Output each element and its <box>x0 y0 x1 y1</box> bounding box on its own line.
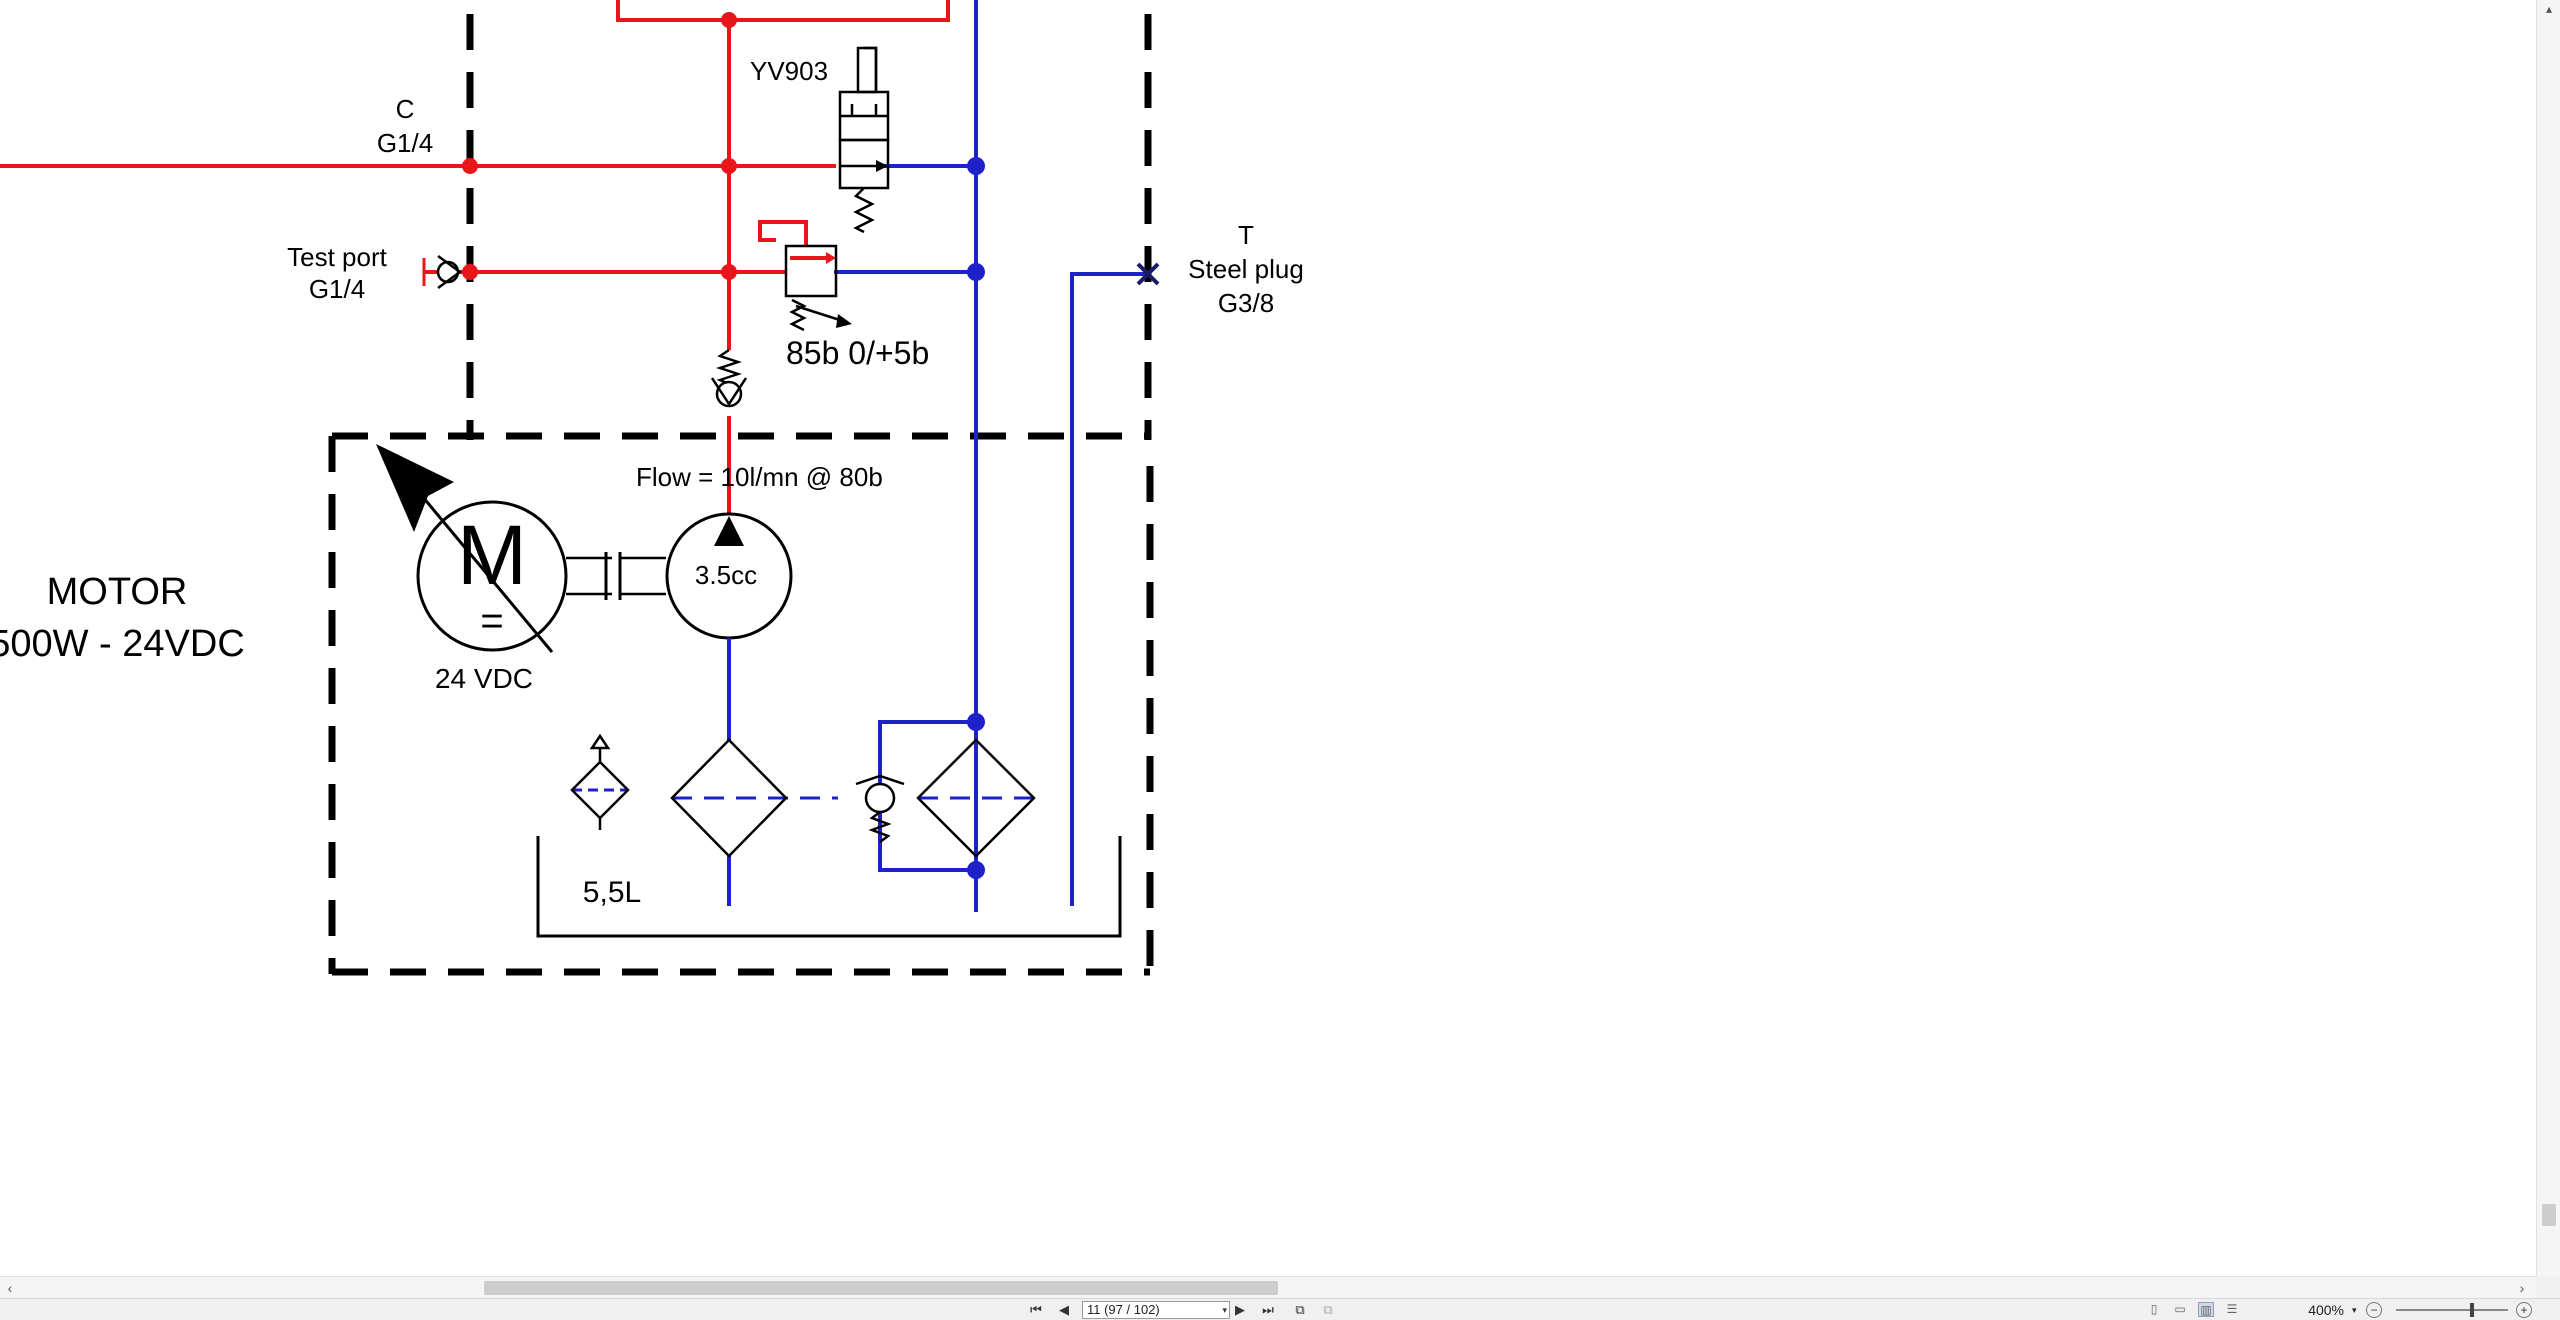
view-single-page-icon[interactable]: ▯ <box>2150 1302 2158 1316</box>
zoom-slider-track[interactable] <box>2396 1309 2508 1311</box>
label-motor-voltage: 24 VDC <box>435 663 533 694</box>
test-port-check-icon <box>436 254 463 290</box>
label-flow: Flow = 10l/mn @ 80b <box>636 462 883 492</box>
label-test-port-thread: G1/4 <box>309 274 365 304</box>
zoom-out-icon[interactable]: − <box>2366 1302 2382 1318</box>
zoom-slider-handle[interactable] <box>2470 1303 2474 1317</box>
label-c-thread: G1/4 <box>377 128 433 158</box>
last-page-icon[interactable]: ⏭ <box>1262 1302 1274 1317</box>
relief-adjust-arrow-head <box>836 314 852 328</box>
solenoid-valve-icon <box>838 46 890 234</box>
view-continuous-icon[interactable]: ▭ <box>2174 1302 2186 1316</box>
document-viewport[interactable]: C G1/4 YV903 Test port G1/4 85b 0/+5b T … <box>0 0 2536 1276</box>
page-window-icon[interactable]: ⧉ <box>1295 1302 1305 1317</box>
page-number-field[interactable]: 11 (97 / 102) ▾ <box>1082 1301 1230 1319</box>
label-pump-displacement: 3.5cc <box>695 560 757 590</box>
zoom-dropdown-icon[interactable]: ▾ <box>2352 1305 2357 1315</box>
label-tank-thread: G3/8 <box>1218 288 1274 318</box>
page-dropdown-icon[interactable]: ▾ <box>1222 1305 1227 1315</box>
first-page-icon[interactable]: ⏮ <box>1030 1302 1042 1317</box>
hydraulic-schematic: C G1/4 YV903 Test port G1/4 85b 0/+5b T … <box>0 0 1304 976</box>
scroll-right-icon[interactable]: › <box>2519 1280 2525 1296</box>
label-tank-volume: 5,5L <box>583 876 641 909</box>
label-relief-setting: 85b 0/+5b <box>786 335 929 371</box>
steel-plug-icon <box>1136 262 1160 286</box>
scroll-up-icon[interactable]: ▴ <box>2545 2 2553 16</box>
junction-dots-red <box>462 12 737 280</box>
valve-flow-arrow <box>876 160 888 172</box>
horizontal-scrollbar[interactable]: ‹ › <box>0 1276 2536 1298</box>
label-steel-plug: Steel plug <box>1188 254 1304 284</box>
enclosure-dashed-border <box>328 14 1154 976</box>
label-dc-symbol: = <box>480 599 503 643</box>
zoom-in-icon[interactable]: + <box>2516 1302 2532 1318</box>
label-test-port: Test port <box>287 242 387 272</box>
horizontal-scroll-thumb[interactable] <box>484 1281 1278 1295</box>
scroll-left-icon[interactable]: ‹ <box>7 1280 13 1296</box>
next-page-icon[interactable]: ▶ <box>1235 1302 1245 1317</box>
view-two-page-icon[interactable]: ▥ <box>2198 1302 2214 1317</box>
return-lines <box>572 0 1148 912</box>
breather-filter-icon <box>570 733 630 830</box>
label-valve-tag: YV903 <box>750 56 828 86</box>
previous-page-icon[interactable]: ◀ <box>1059 1302 1069 1317</box>
motor-icon <box>400 471 666 653</box>
check-valve-icon <box>710 348 748 408</box>
suction-filter-icon <box>670 738 788 858</box>
junction-dots-blue <box>967 157 985 879</box>
relief-valve-icon <box>784 244 847 332</box>
page-number-value: 11 (97 / 102) <box>1087 1302 1160 1317</box>
label-motor-symbol: M <box>457 508 527 602</box>
status-bar: ⏮ ◀ 11 (97 / 102) ▾ ▶ ⏭ ⧉ ⧉ ▯ ▭ ▥ ☰ 400%… <box>0 1298 2560 1320</box>
vertical-scroll-thumb[interactable] <box>2542 1204 2556 1226</box>
zoom-level[interactable]: 400% <box>2308 1302 2344 1318</box>
label-c: C <box>396 94 415 124</box>
label-motor-rating: 500W - 24VDC <box>0 623 245 665</box>
vertical-scrollbar[interactable]: ▴ <box>2536 0 2560 1276</box>
scrollbar-corner <box>2536 1276 2560 1298</box>
relief-arrow-head <box>826 252 836 264</box>
label-motor-title: MOTOR <box>47 571 188 613</box>
tank-outline <box>536 836 1122 938</box>
return-filter-icon <box>916 738 1036 858</box>
view-book-icon[interactable]: ☰ <box>2226 1302 2238 1316</box>
label-tank-port: T <box>1238 220 1254 250</box>
pump-icon <box>665 512 793 640</box>
page-window-disabled-icon: ⧉ <box>1323 1302 1333 1317</box>
motor-variable-arrow-icon <box>376 444 454 532</box>
bypass-check-valve-icon <box>855 774 905 843</box>
